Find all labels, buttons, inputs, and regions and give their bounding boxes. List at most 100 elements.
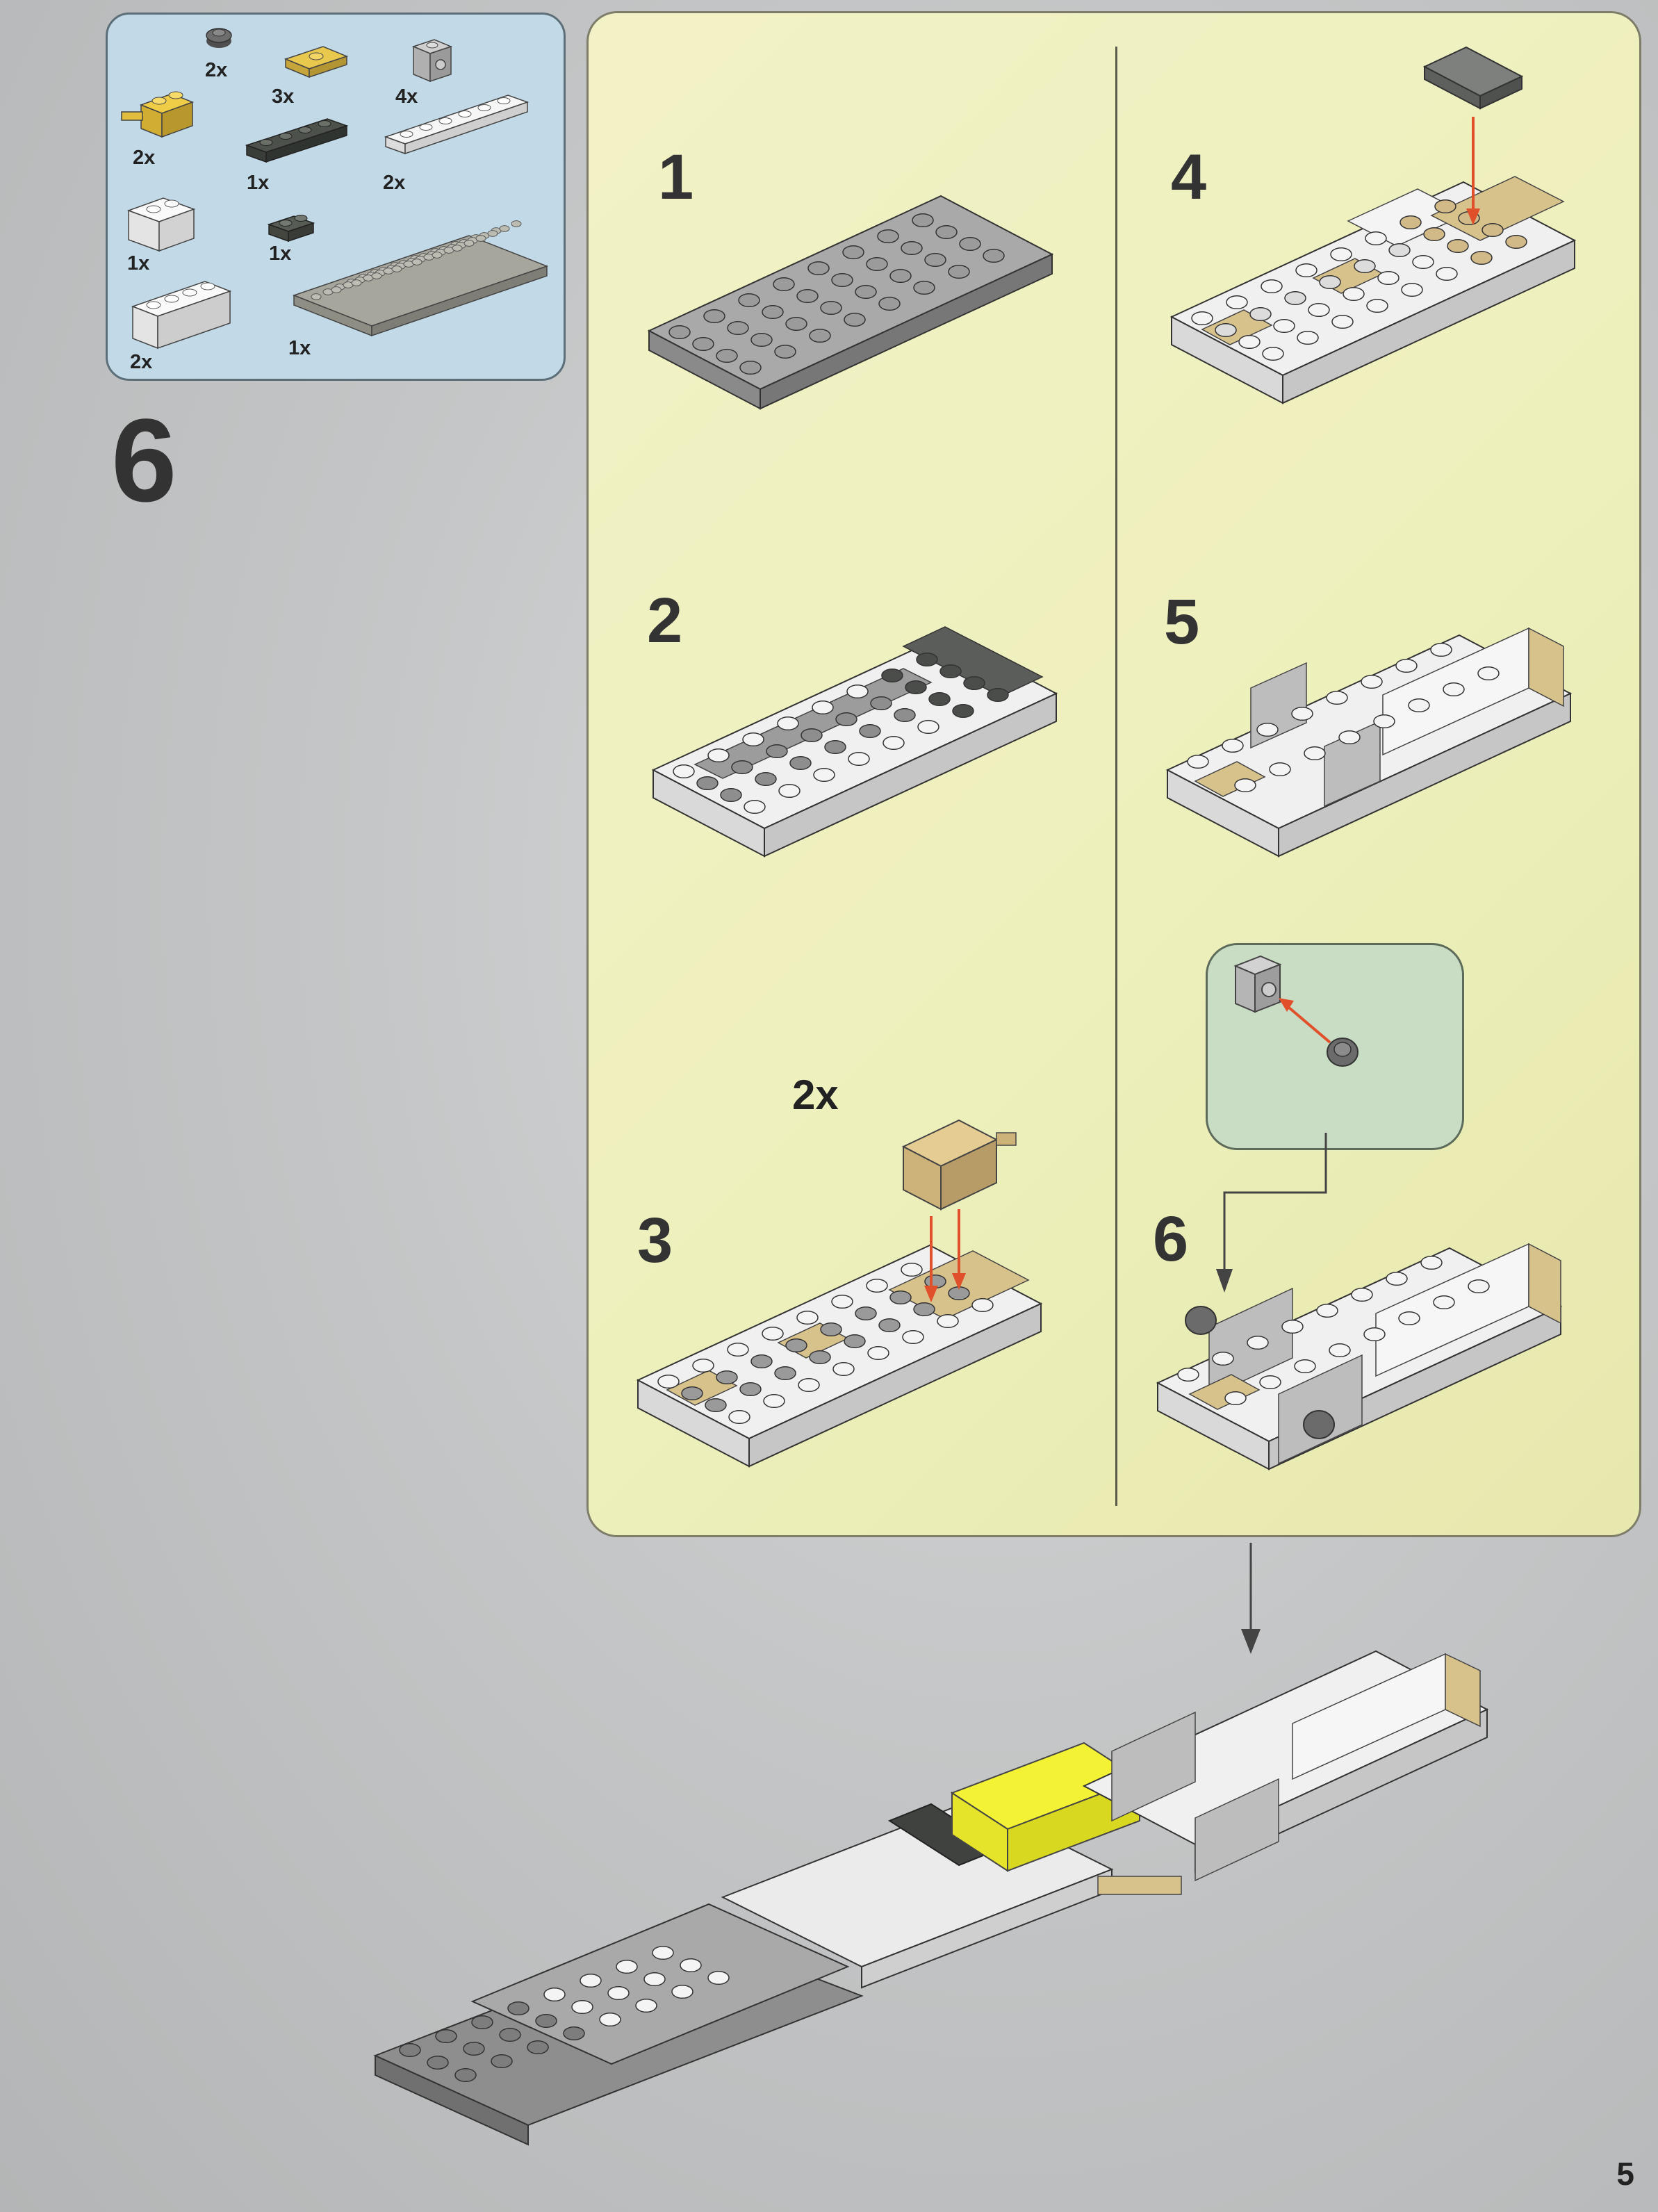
stud xyxy=(952,703,974,719)
stud xyxy=(844,1334,866,1349)
stud xyxy=(878,296,901,311)
stud xyxy=(1338,730,1361,745)
stud xyxy=(902,1329,924,1345)
part-dark-plate-1x2 xyxy=(267,215,315,243)
part-headlight-brick xyxy=(411,39,453,83)
stud xyxy=(848,751,870,767)
stud xyxy=(1249,306,1272,322)
stud xyxy=(680,1958,702,1973)
stud xyxy=(371,272,382,279)
stud xyxy=(427,2055,449,2070)
stud xyxy=(692,336,714,352)
stud xyxy=(1481,222,1504,238)
stud xyxy=(789,755,812,771)
stud xyxy=(883,735,905,751)
stud xyxy=(716,1370,738,1385)
stud xyxy=(813,767,835,783)
stud xyxy=(527,2040,549,2055)
stud xyxy=(774,1366,796,1381)
qty-label: 2x xyxy=(130,351,153,373)
stud xyxy=(535,2013,557,2029)
stud xyxy=(707,748,730,763)
stud xyxy=(1400,215,1422,230)
stud xyxy=(727,1342,749,1357)
stud xyxy=(707,1970,730,1985)
substep-6-model xyxy=(1156,1243,1563,1470)
stud xyxy=(844,312,866,327)
stud xyxy=(913,1302,935,1317)
stud xyxy=(696,776,719,791)
stud xyxy=(878,1318,901,1333)
stud xyxy=(1291,706,1313,721)
stud xyxy=(1326,690,1348,705)
stud xyxy=(750,332,773,347)
stud xyxy=(807,261,830,276)
stud xyxy=(1420,1255,1443,1270)
stud xyxy=(1222,738,1244,753)
stud xyxy=(681,1386,703,1401)
stud xyxy=(835,712,857,727)
stud xyxy=(739,360,762,375)
stud xyxy=(798,1377,820,1393)
stud xyxy=(1430,642,1452,657)
stud xyxy=(762,1326,784,1341)
part-jumper-plate xyxy=(284,46,349,79)
substep-3-model xyxy=(636,1119,1043,1468)
substep-number: 4 xyxy=(1171,142,1207,213)
stud xyxy=(901,1262,923,1277)
stud xyxy=(1373,714,1395,729)
stud xyxy=(487,230,498,237)
stud xyxy=(616,1959,638,1974)
stud xyxy=(905,680,927,695)
stud xyxy=(1330,247,1352,262)
stud xyxy=(507,2001,530,2016)
stud xyxy=(607,1985,630,2001)
stud xyxy=(720,787,742,803)
callout-qty-label: 2x xyxy=(792,1072,839,1118)
stud xyxy=(796,288,819,304)
stud xyxy=(855,1306,877,1321)
substep-number: 6 xyxy=(1153,1204,1189,1275)
stud xyxy=(739,1382,762,1397)
stud xyxy=(809,1350,831,1365)
stud xyxy=(867,1345,889,1361)
stud xyxy=(777,716,799,731)
stud xyxy=(673,764,695,779)
stud xyxy=(1423,227,1445,242)
stud xyxy=(738,293,760,308)
qty-label: 1x xyxy=(288,337,311,359)
stud xyxy=(820,1322,842,1337)
substep-2-model xyxy=(651,626,1058,858)
stud xyxy=(399,2042,421,2058)
stud xyxy=(917,719,939,735)
stud xyxy=(1234,778,1256,793)
stud xyxy=(1308,302,1330,318)
stud xyxy=(831,272,853,288)
stud xyxy=(692,1358,714,1373)
stud xyxy=(913,280,935,295)
stud xyxy=(971,1297,994,1313)
stud xyxy=(1468,1279,1490,1294)
stud xyxy=(1319,275,1341,290)
stud xyxy=(463,240,475,247)
stud xyxy=(1366,298,1388,313)
stud xyxy=(1351,1287,1373,1302)
stud xyxy=(901,240,923,256)
stud xyxy=(1295,263,1318,278)
stud xyxy=(785,1338,807,1353)
part-gray-plate-6x8 xyxy=(292,220,549,337)
stud xyxy=(763,1393,785,1409)
stud xyxy=(1401,282,1423,297)
stud xyxy=(731,760,753,775)
qty-label: 4x xyxy=(395,85,418,108)
stud xyxy=(1477,666,1500,681)
stud xyxy=(889,268,912,284)
stud xyxy=(987,687,1009,703)
stud xyxy=(939,664,962,679)
stud xyxy=(643,1972,666,1987)
stud xyxy=(1238,334,1261,350)
stud xyxy=(1187,754,1209,769)
stud xyxy=(463,2041,485,2056)
stud xyxy=(1412,254,1434,270)
